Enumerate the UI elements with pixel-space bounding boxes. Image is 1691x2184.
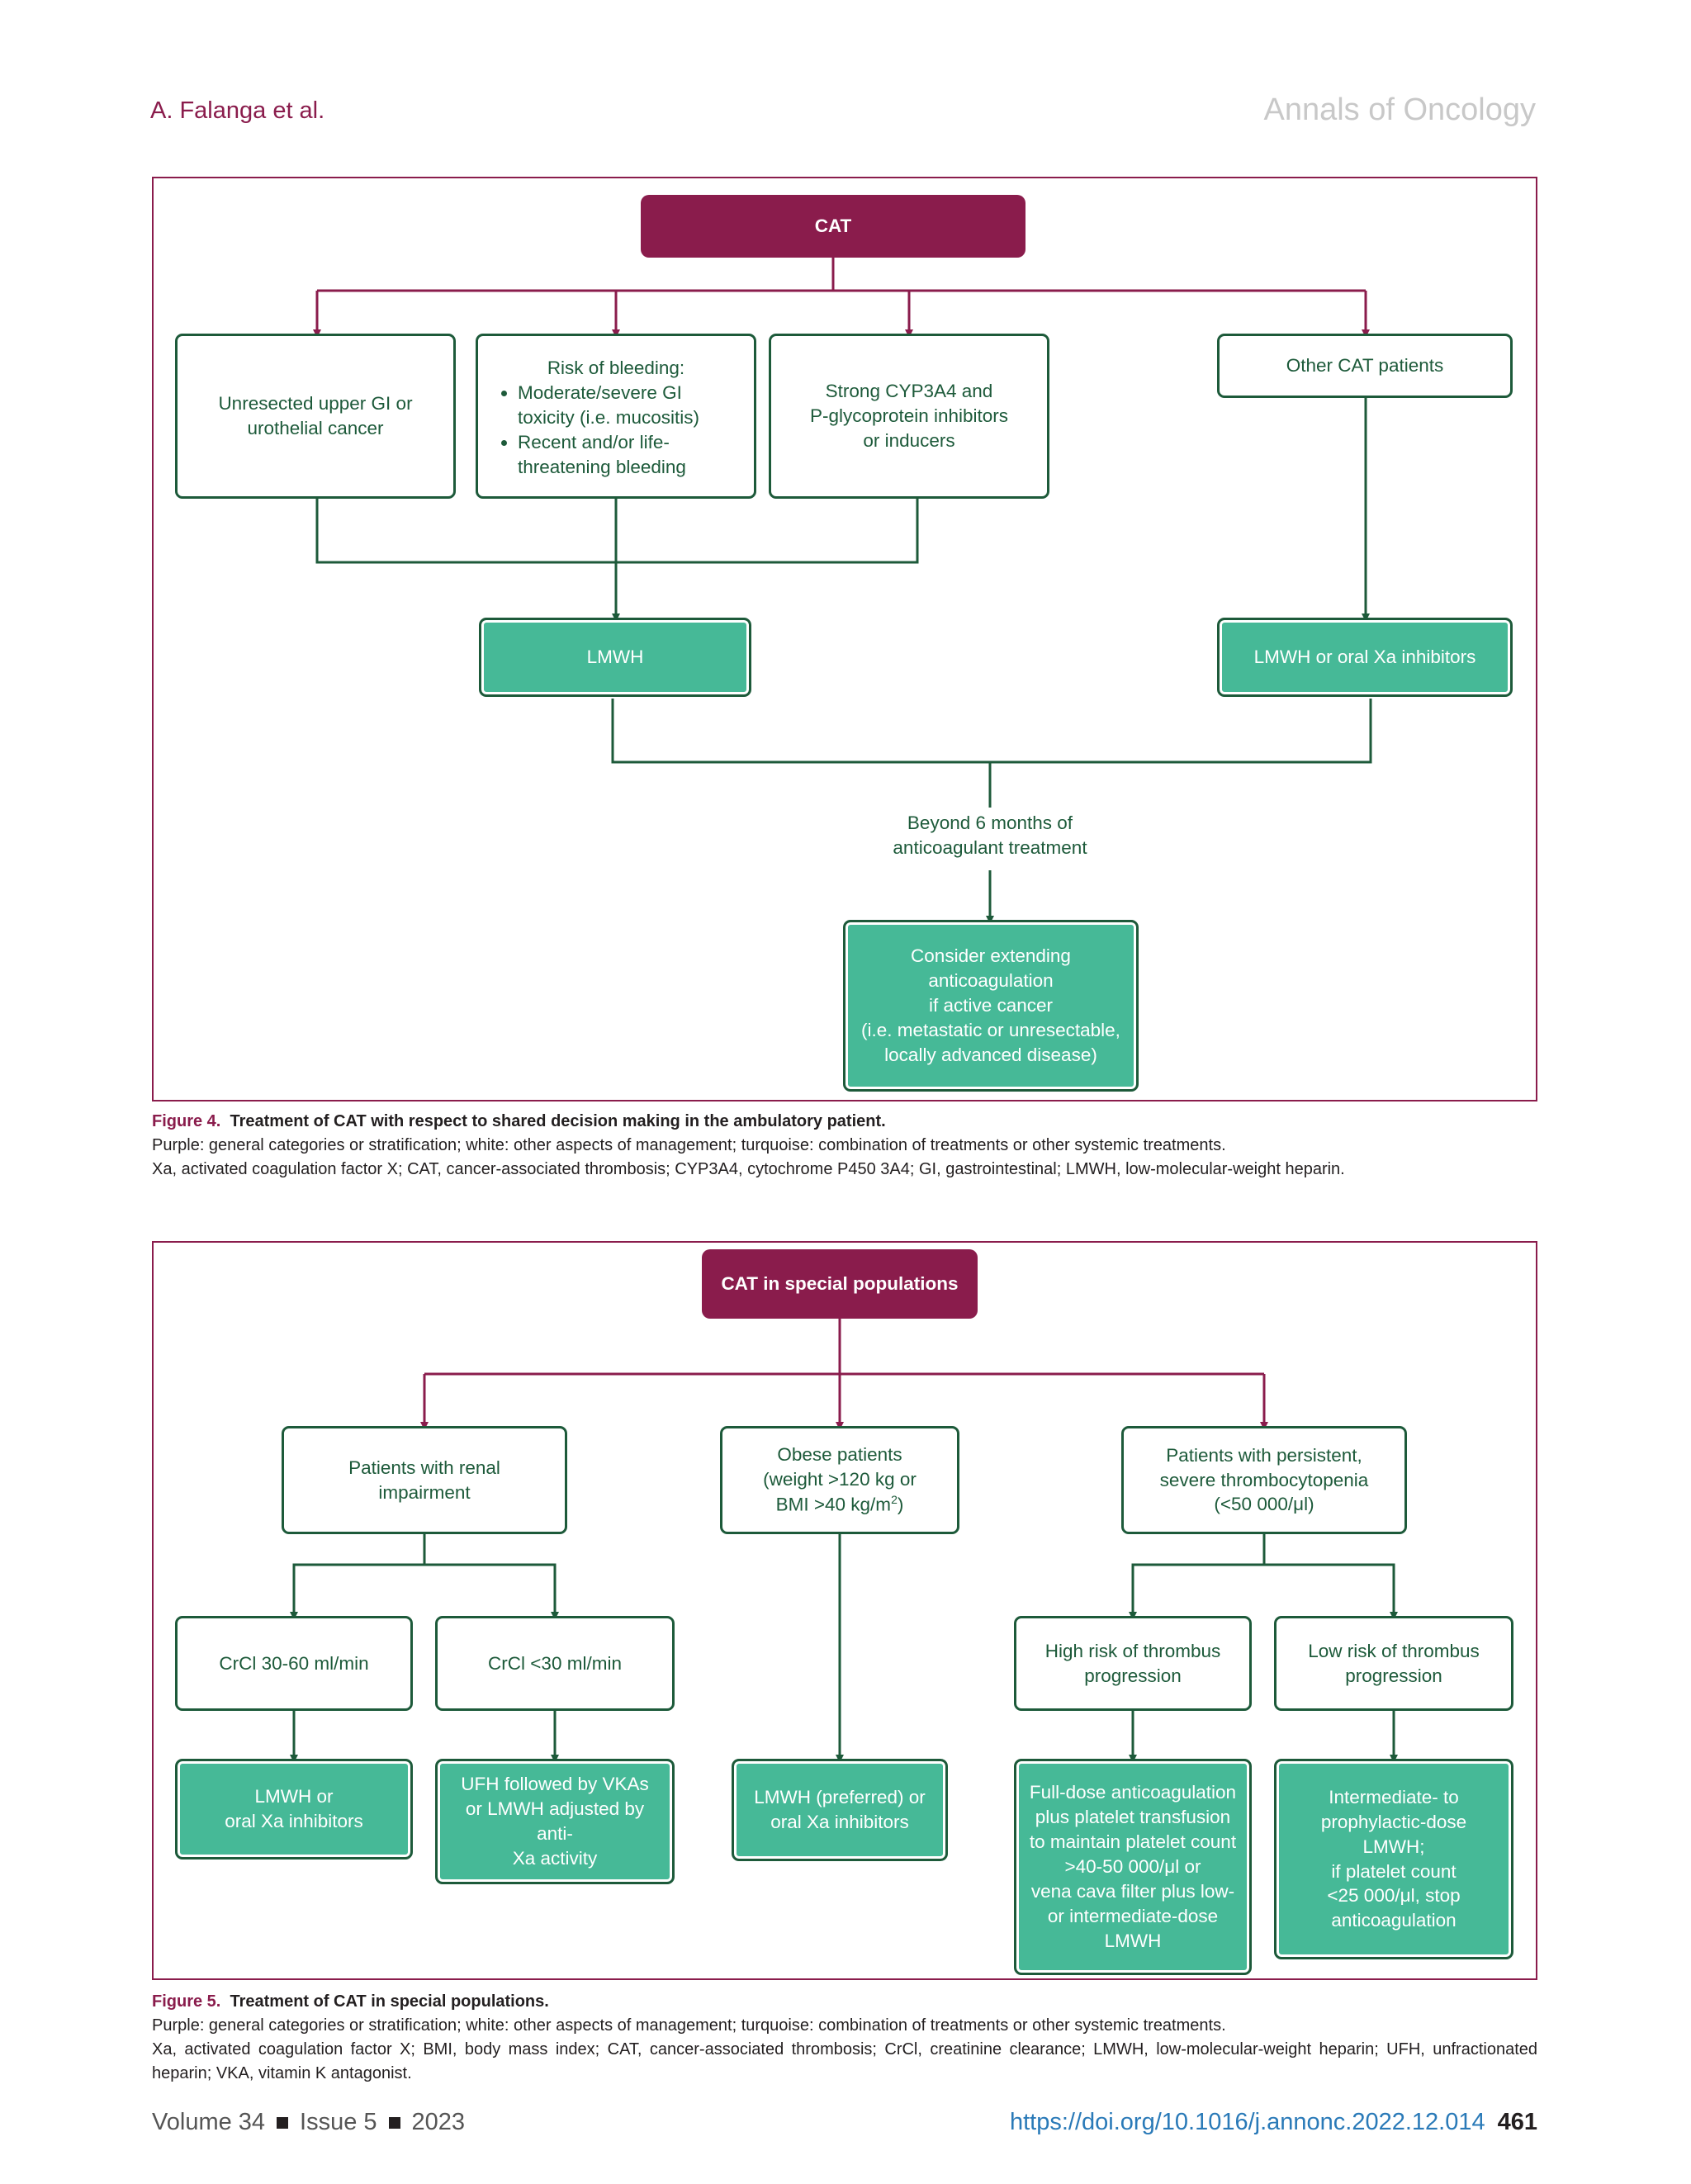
special-populations-box: CAT in special populations bbox=[702, 1249, 978, 1319]
figure-5-connectors bbox=[290, 1314, 1539, 1763]
figure-5-flowchart: CAT in special populations Patients with… bbox=[152, 1241, 1537, 1980]
figure-5-number: Figure 5. bbox=[152, 1992, 221, 2011]
risk-title: Risk of bleeding: bbox=[547, 358, 685, 378]
figure-4-title: Treatment of CAT with respect to shared … bbox=[230, 1112, 886, 1130]
figure-4-caption: Figure 4. Treatment of CAT with respect … bbox=[152, 1110, 1537, 1182]
figure-4-connectors bbox=[313, 258, 1372, 924]
page-number: 461 bbox=[1497, 2109, 1537, 2135]
connector-thrombo-split bbox=[1131, 1534, 1394, 1616]
other-cat-box: Other CAT patients bbox=[1217, 334, 1513, 398]
figure-4-flowchart: CAT Unresected upper GI or urothelial ca… bbox=[152, 177, 1537, 1101]
upper-gi-box: Unresected upper GI or urothelial cancer bbox=[175, 334, 456, 499]
connector-renal-split bbox=[292, 1534, 555, 1616]
figure-4-legend: Purple: general categories or stratifica… bbox=[152, 1136, 1226, 1154]
consider-extending-box: Consider extending anticoagulation if ac… bbox=[843, 920, 1139, 1092]
fulldose-treatment-box: Full-dose anticoagulation plus platelet … bbox=[1014, 1759, 1252, 1975]
footer-issue: Issue 5 bbox=[300, 2109, 377, 2135]
crcl-below-30-box: CrCl <30 ml/min bbox=[435, 1616, 675, 1711]
obese-line-3: BMI >40 kg/m2) bbox=[775, 1493, 904, 1515]
obese-line-2: (weight >120 kg or bbox=[763, 1469, 917, 1490]
thrombocytopenia-box: Patients with persistent, severe thrombo… bbox=[1121, 1426, 1407, 1534]
figure-4-abbreviations: Xa, activated coagulation factor X; CAT,… bbox=[152, 1160, 1345, 1178]
connector-bottom-merge bbox=[611, 699, 1372, 764]
beyond-6-months-label: Beyond 6 months of anticoagulant treatme… bbox=[893, 812, 1087, 859]
intermediate-treatment-box: Intermediate- to prophylactic-dose LMWH;… bbox=[1274, 1759, 1513, 1959]
crcl-30-60-box: CrCl 30-60 ml/min bbox=[175, 1616, 413, 1711]
figure-5-abbreviations: Xa, activated coagulation factor X; BMI,… bbox=[152, 2040, 1537, 2082]
lmwh-xa-treatment-box: LMWH or oral Xa inhibitors bbox=[175, 1759, 413, 1859]
footer-volume: Volume 34 bbox=[152, 2109, 266, 2135]
running-head-journal: Annals of Oncology bbox=[1263, 92, 1536, 127]
running-head-author: A. Falanga et al. bbox=[150, 97, 325, 124]
risk-of-bleeding-box: Risk of bleeding: Moderate/severe GI tox… bbox=[476, 334, 756, 499]
figure-5-caption: Figure 5. Treatment of CAT in special po… bbox=[152, 1990, 1537, 2086]
risk-item: Recent and/or life-threatening bleeding bbox=[518, 430, 741, 480]
obese-patients-box: Obese patients (weight >120 kg or BMI >4… bbox=[720, 1426, 959, 1534]
footer-year: 2023 bbox=[411, 2109, 466, 2135]
risk-item: Moderate/severe GI toxicity (i.e. mucosi… bbox=[518, 381, 741, 430]
risk-list: Moderate/severe GI toxicity (i.e. mucosi… bbox=[491, 381, 741, 480]
figure-5-title: Treatment of CAT in special populations. bbox=[230, 1992, 549, 2011]
doi-link[interactable]: https://doi.org/10.1016/j.annonc.2022.12… bbox=[1010, 2109, 1485, 2135]
lmwh-box: LMWH bbox=[479, 618, 751, 697]
lmwh-or-xa-box: LMWH or oral Xa inhibitors bbox=[1217, 618, 1513, 697]
cyp-box: Strong CYP3A4 and P-glycoprotein inhibit… bbox=[769, 334, 1049, 499]
footer-volume-issue: Volume 34 Issue 5 2023 bbox=[152, 2109, 465, 2136]
ufh-treatment-box: UFH followed by VKAs or LMWH adjusted by… bbox=[435, 1759, 675, 1884]
preferred-treatment-box: LMWH (preferred) or oral Xa inhibitors bbox=[732, 1759, 948, 1861]
separator-square-icon bbox=[388, 2117, 400, 2130]
renal-impairment-box: Patients with renal impairment bbox=[282, 1426, 567, 1534]
low-risk-box: Low risk of thrombus progression bbox=[1274, 1616, 1513, 1711]
cat-box: CAT bbox=[641, 195, 1025, 258]
figure-4-number: Figure 4. bbox=[152, 1112, 221, 1130]
obese-line-1: Obese patients bbox=[777, 1444, 902, 1466]
figure-5-legend: Purple: general categories or stratifica… bbox=[152, 2016, 1226, 2035]
high-risk-box: High risk of thrombus progression bbox=[1014, 1616, 1252, 1711]
separator-square-icon bbox=[277, 2117, 289, 2130]
